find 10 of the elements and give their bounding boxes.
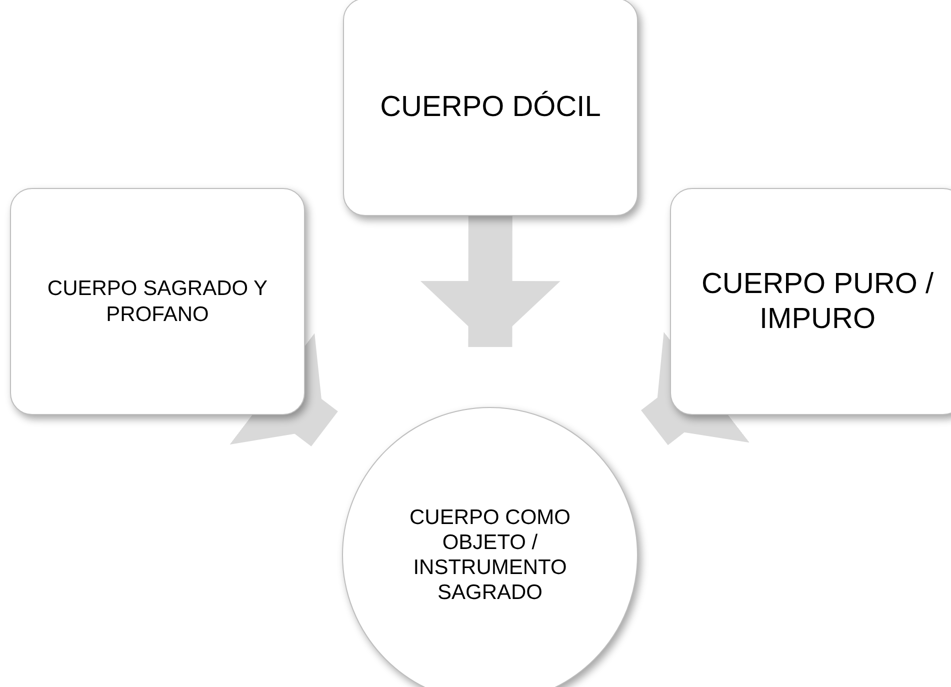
- node-label: CUERPO DÓCIL: [380, 90, 601, 124]
- block-arrow: [230, 333, 338, 446]
- block-arrow: [420, 216, 560, 348]
- rounded-box: [343, 0, 638, 216]
- rounded-box: [10, 188, 305, 415]
- block-arrow: [640, 332, 750, 446]
- node-label: CUERPO COMO OBJETO / INSTRUMENTO SAGRADO: [408, 504, 572, 606]
- node-label: CUERPO PURO / IMPURO: [700, 266, 935, 336]
- node-label: CUERPO SAGRADO Y PROFANO: [46, 276, 269, 327]
- rounded-box: [670, 188, 951, 415]
